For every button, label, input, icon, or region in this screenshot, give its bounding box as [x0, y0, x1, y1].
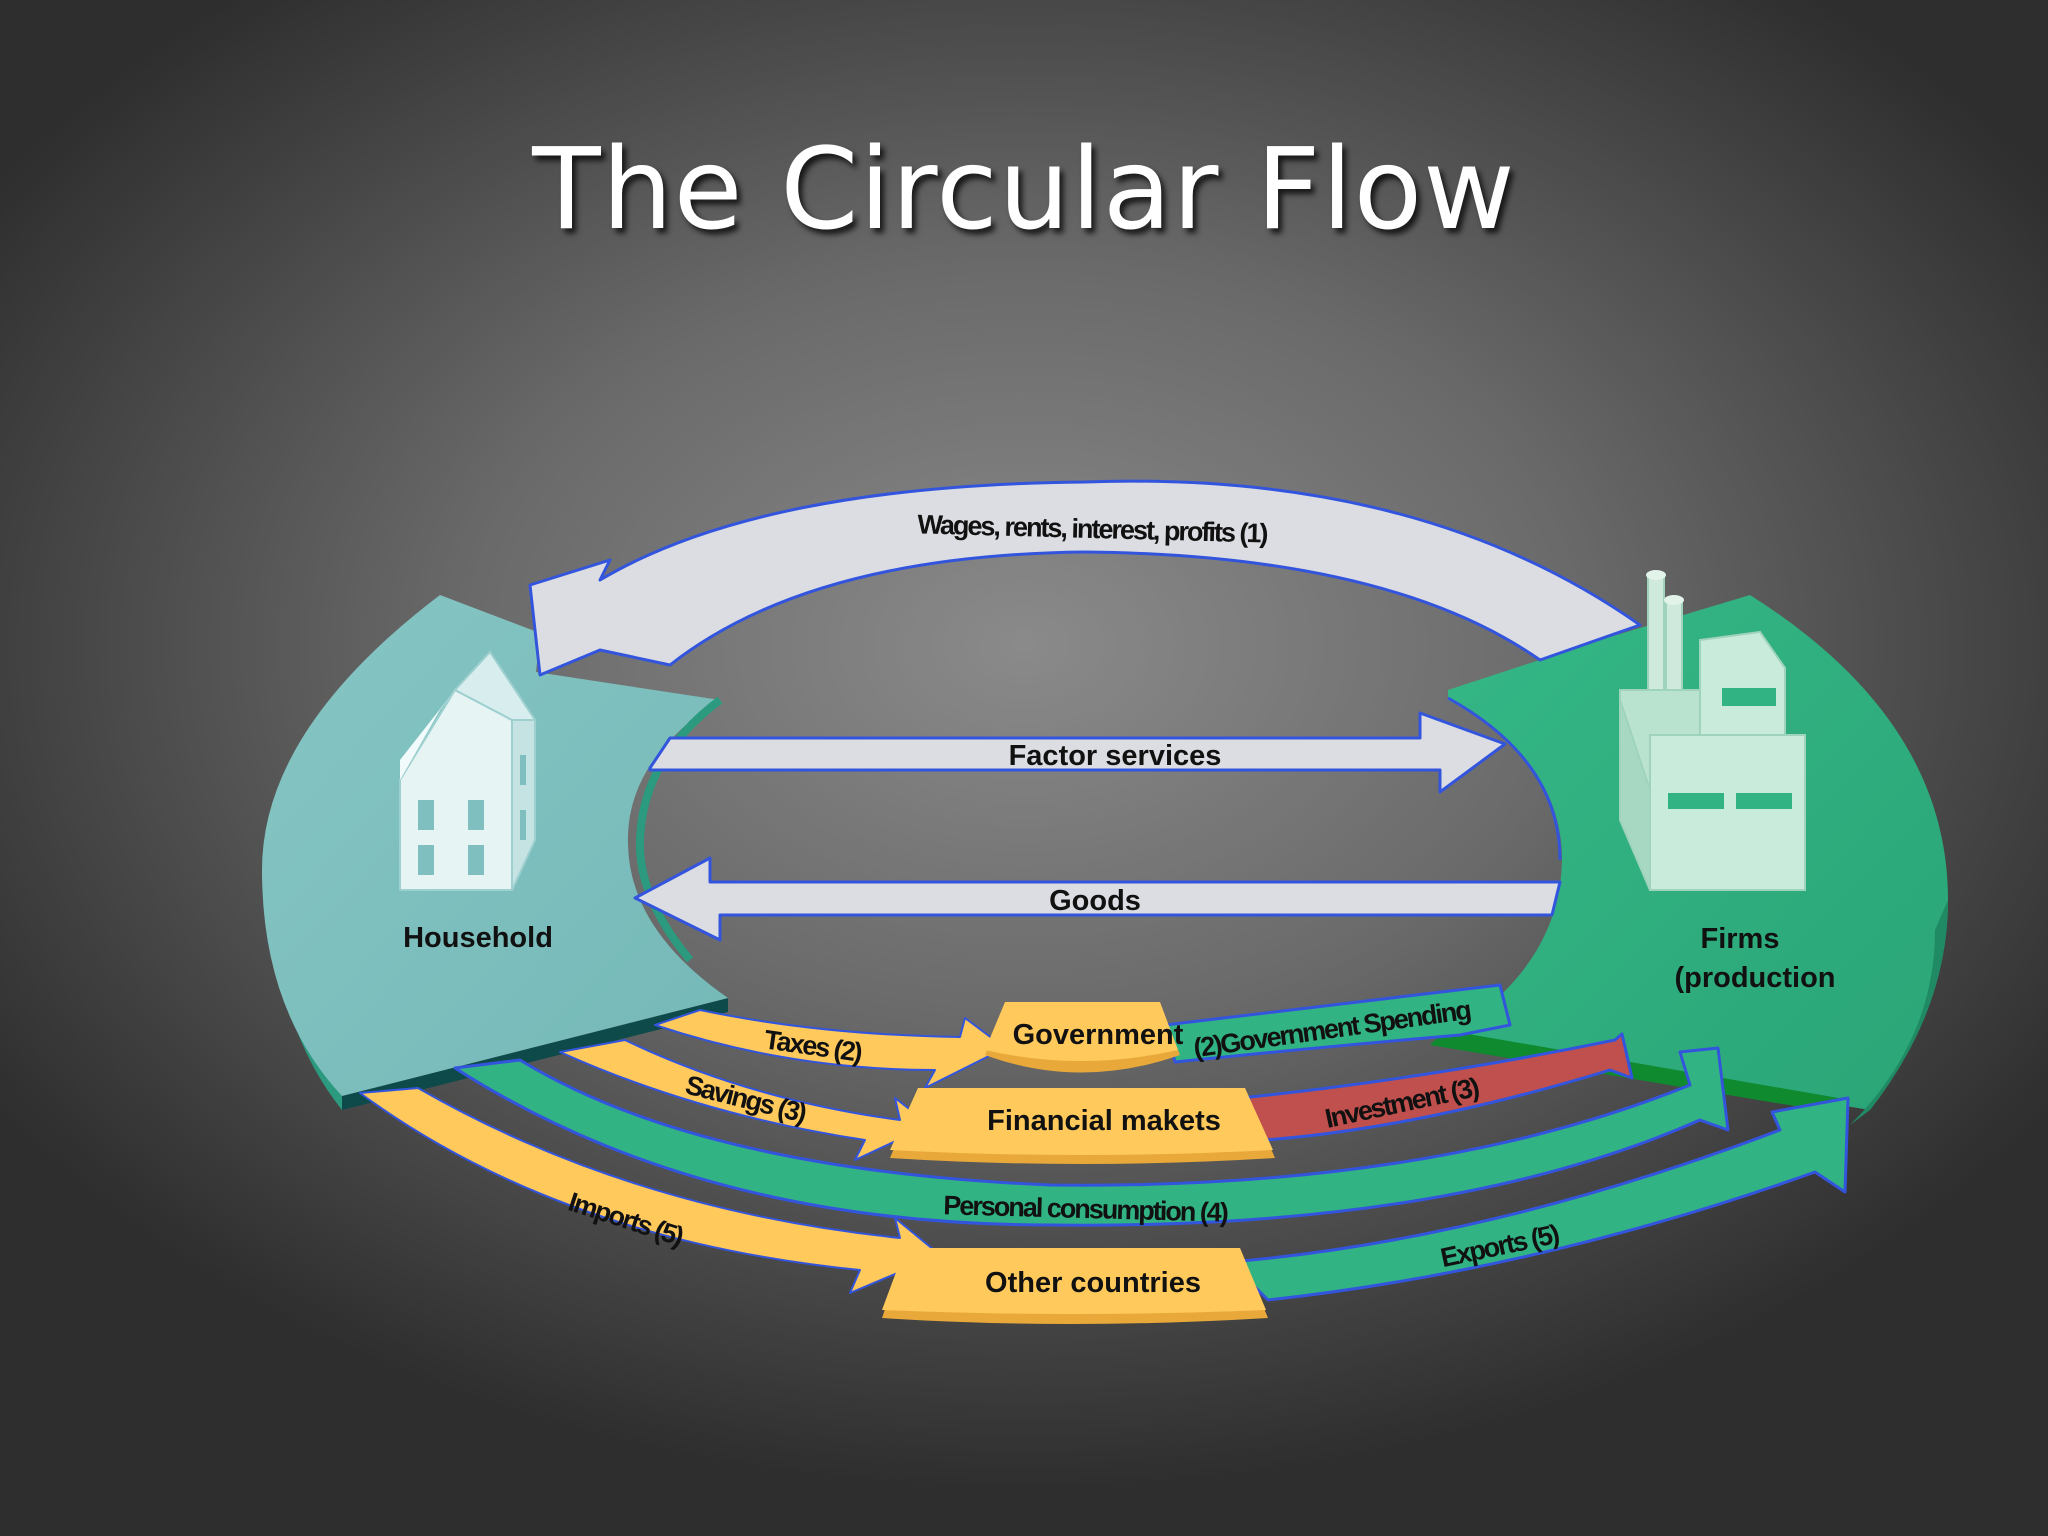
financial-markets-node [890, 1088, 1275, 1164]
savings-label: Savings (3) [682, 1070, 809, 1129]
other-countries-node [882, 1248, 1268, 1324]
other-countries-label: Other countries [985, 1267, 1201, 1299]
financial-markets-label: Financial makets [987, 1105, 1221, 1137]
personal-consumption-label: Personal consumption (4) [943, 1190, 1228, 1227]
household-label: Household [403, 922, 553, 954]
taxes-flow-arrow [654, 1009, 1006, 1089]
wages-flow-arrow [528, 479, 1642, 677]
house-icon [399, 650, 537, 891]
slide-title: The Circular Flow [532, 125, 1516, 255]
factor-services-flow-arrow [648, 711, 1507, 794]
goods-flow-arrow [633, 856, 1562, 942]
government-node [985, 1002, 1180, 1073]
firms-label-line2: (production [1674, 962, 1835, 994]
personal-consumption-flow-arrow [453, 1046, 1730, 1227]
goods-label: Goods [1049, 885, 1141, 917]
exports-flow-arrow [1228, 1096, 1850, 1302]
factor-services-label: Factor services [1009, 740, 1222, 772]
factory-icon [1619, 570, 1806, 891]
government-label: Government [1013, 1019, 1184, 1051]
government-spending-flow-arrow [1163, 983, 1512, 1064]
firms-label-line1: Firms [1701, 923, 1780, 955]
investment-flow-arrow [1238, 1032, 1634, 1142]
